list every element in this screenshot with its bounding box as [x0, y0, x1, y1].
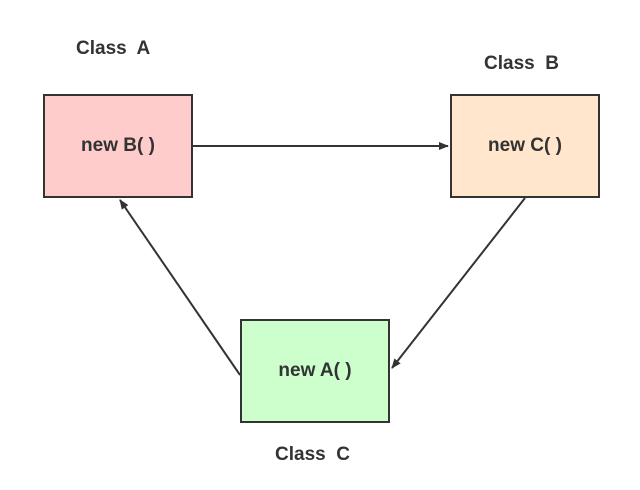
- edge-b-to-c: [391, 197, 526, 369]
- class-a-code: new B( ): [81, 135, 155, 156]
- class-b-code: new C( ): [488, 135, 562, 156]
- edge-c-to-a: [119, 199, 241, 376]
- class-a-label: Class A: [76, 38, 151, 59]
- class-b-label: Class B: [484, 53, 559, 74]
- class-c-label: Class C: [275, 444, 350, 465]
- class-c-box: new A( ): [240, 319, 390, 423]
- class-b-box: new C( ): [450, 94, 600, 198]
- class-a-box: new B( ): [43, 94, 193, 198]
- class-c-code: new A( ): [278, 360, 352, 381]
